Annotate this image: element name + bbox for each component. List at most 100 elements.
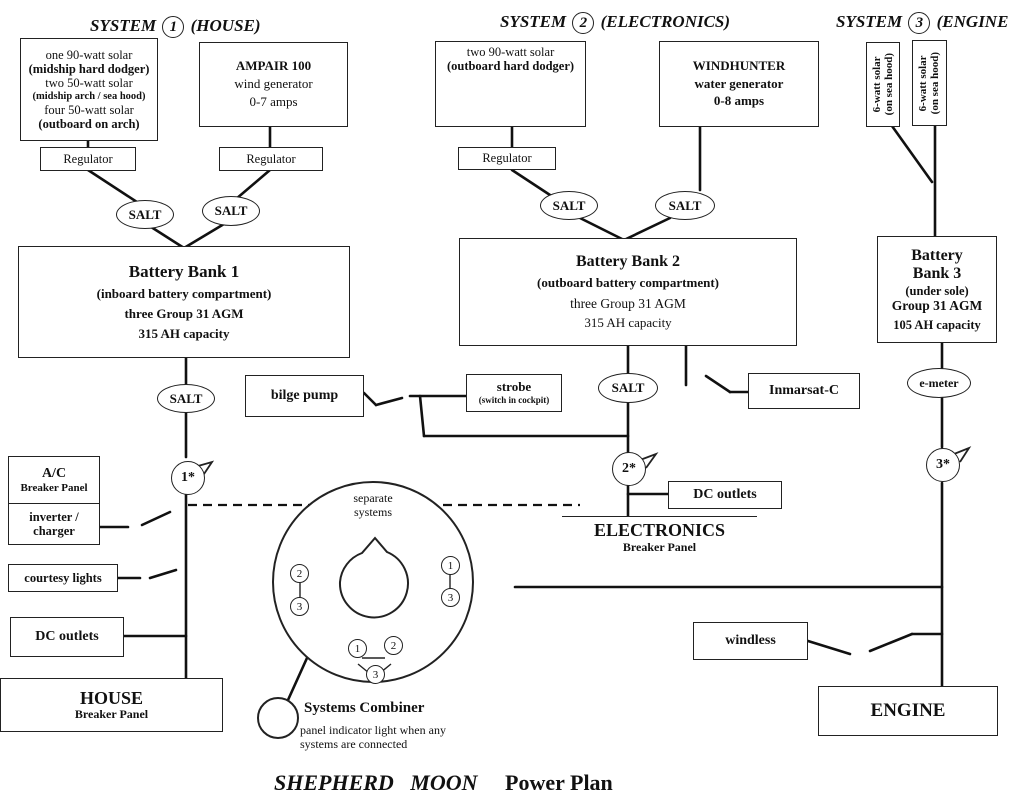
solar-line: two 90-watt solar [466, 45, 555, 59]
salt-label: SALT [668, 197, 702, 213]
salt-label: SALT [611, 380, 645, 395]
indicator-desc: panel indicator light when any systems a… [300, 723, 446, 751]
electronics-dc-outlets-box: DC outlets [668, 481, 782, 509]
battery-title: Battery [911, 246, 963, 264]
position-label: 2 [296, 567, 303, 580]
electronics-sub: Breaker Panel [622, 539, 697, 554]
battery-bank-1: Battery Bank 1 (inboard battery compartm… [18, 246, 350, 358]
solar-line: four 50-watt solar [44, 102, 134, 117]
system3-prefix: SYSTEM [836, 12, 903, 31]
position-3-bottom: 3 [366, 665, 385, 684]
position-label: 2 [390, 639, 397, 652]
salt-fuse: SALT [157, 384, 215, 413]
dc-outlets-label: DC outlets [35, 628, 99, 644]
system2-header: SYSTEM 2 (ELECTRONICS) [500, 12, 731, 35]
system3-header: SYSTEM 3 (ENGINE [836, 12, 1009, 35]
inverter-label: inverter / charger [29, 509, 79, 538]
solar-line: (outboard on arch) [38, 117, 140, 132]
engine-panel: ENGINE [818, 686, 998, 736]
battery-switch-1: 1* [171, 461, 205, 495]
battery-location: (outboard battery compartment) [537, 275, 719, 290]
electronics-breaker-panel: ELECTRONICS Breaker Panel [562, 516, 757, 558]
system3-suffix: (ENGINE [936, 12, 1009, 31]
battery-type: three Group 31 AGM [570, 295, 686, 311]
regulator-label: Regulator [482, 151, 532, 166]
position-2-left: 2 [290, 564, 309, 583]
courtesy-label: courtesy lights [24, 570, 102, 585]
system1-regulator-2: Regulator [219, 147, 323, 171]
system2-number: 2 [572, 12, 595, 35]
switch-label: 1* [181, 470, 195, 485]
combiner-title: Systems Combiner [304, 700, 425, 716]
windless-label: windless [725, 632, 776, 648]
battery-switch-2: 2* [612, 452, 646, 486]
ampair-amps: 0-7 amps [249, 93, 298, 109]
windhunter-box: WINDHUNTER water generator 0-8 amps [659, 41, 819, 127]
position-label: 3 [372, 668, 379, 681]
solar-line: 6-watt solar [870, 56, 883, 113]
ampair-title: AMPAIR 100 [235, 58, 312, 74]
windhunter-title: WINDHUNTER [692, 57, 786, 73]
inverter-charger-box: inverter / charger [8, 503, 100, 545]
strobe-title: strobe [496, 379, 532, 395]
salt-fuse: SALT [116, 200, 174, 229]
position-3-right: 3 [441, 588, 460, 607]
system1-prefix: SYSTEM [90, 16, 157, 35]
strobe-box: strobe (switch in cockpit) [466, 374, 562, 412]
salt-fuse: SALT [655, 191, 715, 220]
battery-bank-2: Battery Bank 2 (outboard battery compart… [459, 238, 797, 346]
system2-suffix: (ELECTRONICS) [600, 12, 731, 31]
battery-title: Bank 3 [912, 265, 962, 283]
solar-line: (outboard hard dodger) [446, 59, 575, 74]
solar-line: 6-watt solar [917, 55, 930, 111]
battery-switch-3: 3* [926, 448, 960, 482]
switch-label: 2* [622, 461, 636, 476]
windhunter-amps: 0-8 amps [713, 93, 765, 109]
inmarsat-label: Inmarsat-C [769, 382, 839, 398]
solar-line: (midship hard dodger) [28, 61, 150, 76]
system3-solar-2: 6-watt solar(on sea hood) [912, 40, 947, 126]
ac-title: A/C [41, 465, 67, 481]
switch-label: 3* [936, 457, 950, 472]
house-title: HOUSE [79, 687, 144, 708]
plan-title: Power Plan [505, 770, 613, 795]
salt-label: SALT [128, 206, 162, 222]
inmarsat-box: Inmarsat-C [748, 373, 860, 409]
emeter-label: e-meter [919, 375, 959, 390]
system1-header: SYSTEM 1 (HOUSE) [90, 16, 261, 39]
position-label: 1 [447, 559, 454, 572]
system1-regulator-1: Regulator [40, 147, 136, 171]
solar-line: two 50-watt solar [45, 76, 133, 91]
battery-capacity: 105 AH capacity [893, 317, 981, 332]
bilge-pump-box: bilge pump [245, 375, 364, 417]
footer-title: SHEPHERD MOON Power Plan [274, 770, 613, 795]
salt-fuse: SALT [598, 373, 658, 403]
systems-combiner-title: Systems Combiner [304, 700, 424, 717]
system3-number: 3 [908, 12, 931, 35]
ampair-type: wind generator [234, 76, 313, 92]
house-breaker-panel: HOUSE Breaker Panel [0, 678, 223, 732]
position-1-right: 1 [441, 556, 460, 575]
ampair-box: AMPAIR 100 wind generator 0-7 amps [199, 42, 348, 127]
strobe-sub: (switch in cockpit) [478, 395, 550, 406]
position-label: 1 [354, 642, 361, 655]
house-sub: Breaker Panel [74, 707, 149, 722]
system2-regulator: Regulator [458, 147, 556, 170]
system3-solar-1: 6-watt solar(on sea hood) [866, 42, 900, 127]
boat-name: SHEPHERD MOON [274, 770, 478, 795]
position-1-bottom: 1 [348, 639, 367, 658]
ac-breaker-panel: A/C Breaker Panel [8, 456, 100, 504]
solar-line: (midship arch / sea hood) [32, 90, 146, 102]
electronics-title: ELECTRONICS [593, 520, 726, 541]
position-2-bottom: 2 [384, 636, 403, 655]
separate-systems-label: separate systems [343, 491, 403, 520]
bilge-label: bilge pump [270, 387, 339, 403]
salt-label: SALT [169, 390, 203, 406]
ac-sub: Breaker Panel [20, 481, 88, 494]
solar-line: (on sea hood) [883, 53, 895, 116]
system2-prefix: SYSTEM [500, 12, 567, 31]
regulator-label: Regulator [63, 151, 113, 166]
courtesy-lights-box: courtesy lights [8, 564, 118, 592]
battery-title: Battery Bank 1 [128, 262, 240, 282]
e-meter: e-meter [907, 368, 971, 398]
